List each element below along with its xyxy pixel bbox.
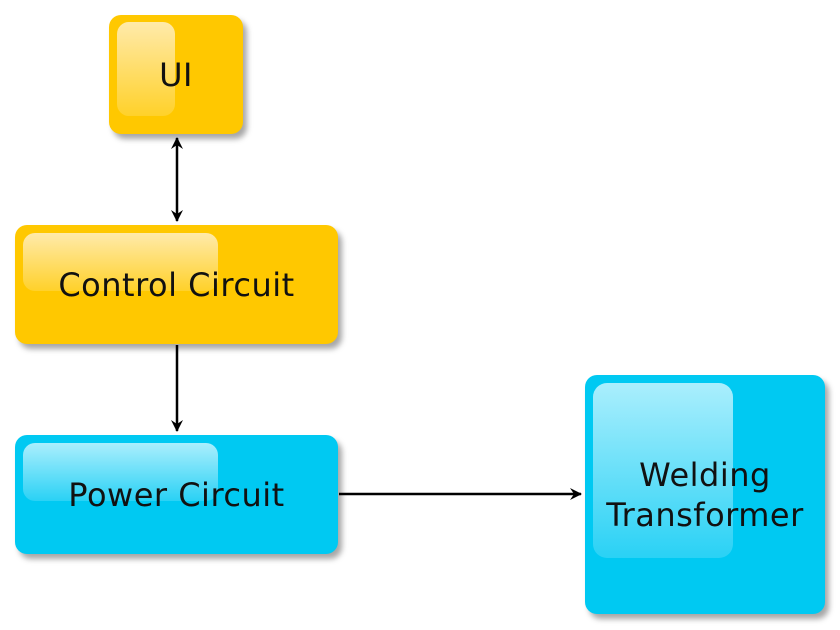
node-control-circuit-label: Control Circuit [58, 265, 295, 304]
node-welding-transformer-label: Welding Transformer [606, 455, 804, 534]
node-ui: UI [109, 15, 243, 134]
node-welding-transformer: Welding Transformer [585, 375, 825, 614]
node-power-circuit-label: Power Circuit [68, 475, 285, 514]
node-power-circuit: Power Circuit [15, 435, 338, 554]
node-ui-label: UI [159, 55, 193, 94]
node-control-circuit: Control Circuit [15, 225, 338, 344]
